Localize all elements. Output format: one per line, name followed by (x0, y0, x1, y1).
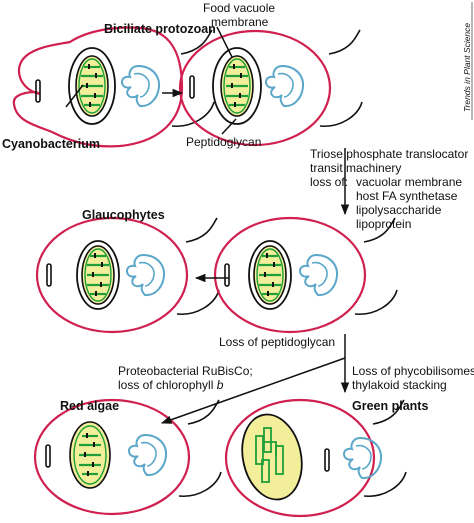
food-vacuole (212, 47, 262, 125)
leader-food-vacuole (216, 26, 233, 58)
step3-line2: loss of chlorophyll b (118, 378, 224, 392)
step3-line1: Proteobacterial RuBisCo; (118, 364, 253, 378)
vacuole-slit (35, 79, 41, 103)
chloroplast (241, 413, 303, 501)
label-food-vacuole-2: membrane (211, 15, 269, 29)
nucleus (121, 65, 161, 108)
cell-engulfing (12, 26, 215, 148)
step1-line1: Triose phosphate translocator (310, 147, 468, 161)
leader-peptidoglycan (221, 118, 237, 135)
food-vacuole (68, 47, 116, 125)
label-food-vacuole-1: Food vacuole (203, 1, 275, 15)
step1-line2: transit machinery (310, 161, 401, 175)
label-biciliate-protozoan: Biciliate protozoan (104, 22, 216, 36)
label-peptidoglycan: Peptidoglycan (186, 135, 261, 149)
step2-line1: Loss of peptidoglycan (219, 335, 335, 349)
cell-red-alga (33, 398, 222, 516)
step4-line1: Loss of phycobilisomes; (352, 364, 474, 378)
arrows (65, 26, 350, 424)
label-green-plants: Green plants (352, 399, 428, 413)
cell-membrane (12, 26, 184, 148)
cell-endosymbiont (178, 29, 363, 147)
step1-loss-2: host FA synthetase (356, 189, 458, 203)
label-cyanobacterium: Cyanobacterium (2, 137, 100, 151)
leader-cyanobacterium (65, 84, 84, 108)
step1-loss-1: vacuolar membrane (356, 175, 462, 189)
cell-glaucophyte (35, 216, 220, 334)
label-glaucophytes: Glaucophytes (82, 208, 165, 222)
step1-loss-4: lipoprotein (356, 217, 411, 231)
label-red-algae: Red algae (60, 399, 119, 413)
unstacked-thylakoids (255, 427, 284, 483)
cell-green-plant (224, 398, 407, 518)
cell-intermediate (213, 216, 398, 334)
cell-membrane (178, 29, 332, 147)
step1-loss-3: lipolysaccharide (356, 203, 442, 217)
step4-line2: thylakoid stacking (352, 378, 447, 392)
source-credit: Trends in Plant Science (462, 23, 472, 112)
arrow-to-red (161, 357, 346, 424)
step1-loss-prefix: loss of: (310, 175, 348, 189)
